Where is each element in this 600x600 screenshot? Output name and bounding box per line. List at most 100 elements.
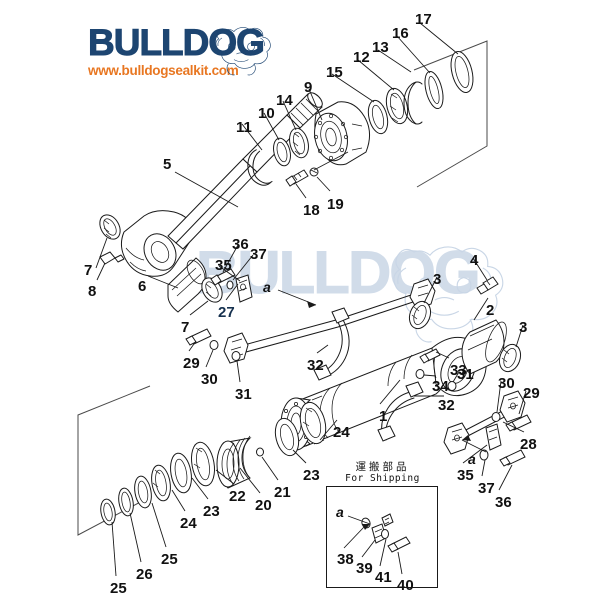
clamp-block-left	[443, 422, 470, 455]
callout-14-dust-seal: 14	[276, 92, 293, 109]
callout-22-wear-ring: 22	[229, 488, 246, 505]
ship-bracket-39	[371, 513, 394, 544]
set-bolt-18	[285, 169, 309, 187]
callout-10-head-seal: 10	[258, 105, 275, 122]
pin-31-left	[231, 351, 241, 361]
seal-17	[450, 50, 474, 94]
callout-3-seal-ring-left: 3	[433, 271, 442, 288]
callout-18-set-bolt: 18	[303, 202, 320, 219]
back-ring-24-right	[299, 401, 327, 445]
clamp-block-right	[499, 390, 526, 423]
clamp-bar-assembly	[443, 390, 532, 467]
callout-28-clamp-block: 28	[520, 436, 537, 453]
callout-40-ship-bolt: 40	[397, 577, 414, 594]
bracket-lower-35	[485, 423, 502, 451]
hose-clamp-32-right	[377, 381, 424, 442]
pin-37-lower	[479, 449, 489, 461]
seal-16	[424, 70, 444, 110]
leader-lines	[95, 22, 527, 577]
ship-pin-41	[381, 529, 389, 539]
grease-fitting-4	[476, 276, 499, 295]
hose-clamp-32-left	[313, 307, 350, 381]
callout-23-seal-ring-b: 23	[303, 467, 320, 484]
callout-2-bushing: 2	[486, 302, 495, 319]
shipping-caption-jp: 運搬部品	[355, 461, 410, 473]
callout-17-o-ring-outer: 17	[415, 11, 432, 28]
pointer-label-a-lower: a	[468, 451, 476, 467]
callout-15-wiper-seal: 15	[326, 64, 343, 81]
piston-seal-stack	[100, 401, 327, 526]
pin-31-right	[447, 381, 457, 391]
hydraulic-tube-assembly	[185, 268, 436, 381]
o-ring-25-a	[134, 475, 152, 509]
seal-23-left	[170, 452, 192, 494]
o-ring-25-b	[100, 498, 116, 526]
seal-15	[367, 99, 389, 135]
grease-nipple	[99, 251, 125, 265]
callout-29-bolt-right: 29	[523, 385, 540, 402]
pin-upper-37	[226, 280, 234, 290]
callout-35-bracket-upper: 35	[215, 257, 232, 274]
seal-23-right	[274, 417, 300, 457]
callout-3-seal-ring-right: 3	[519, 319, 528, 336]
upper-assembly	[99, 50, 474, 313]
bolt-29-left	[185, 328, 212, 346]
callout-23-seal-ring-a: 23	[203, 503, 220, 520]
callout-1-cylinder-tube: 1	[379, 408, 388, 425]
shipping-caption: 運搬部品 For Shipping	[330, 461, 435, 485]
callout-7-rod-seal-left: 7	[84, 262, 93, 279]
rod-seal-left	[99, 214, 121, 240]
callout-25-o-ring-b: 25	[110, 580, 127, 597]
callout-38-ship-washer: 38	[337, 551, 354, 568]
callout-9-cylinder-head: 9	[304, 79, 313, 96]
callout-41-ship-pin: 41	[375, 569, 392, 586]
callout-21-o-ring-piston: 21	[274, 484, 291, 501]
callout-16-o-ring-inner: 16	[392, 25, 409, 42]
callout-4-grease-fitting: 4	[470, 252, 479, 269]
brand-logo: BULLDOG www.bulldogsealkit.com	[88, 23, 278, 82]
seal-12	[385, 87, 409, 125]
callout-26-o-ring-c: 26	[136, 566, 153, 583]
callout-32-hose-clamp-right: 32	[438, 397, 455, 414]
callout-33-bolt-small: 33	[450, 362, 467, 379]
callout-25-o-ring-a: 25	[161, 551, 178, 568]
callout-36-bolt-bracket-upper: 36	[232, 236, 249, 253]
callout-36-bolt-bracket-lower: 36	[495, 494, 512, 511]
pointer-label-a-shipping: a	[336, 504, 344, 520]
callout-24-back-ring-b: 24	[333, 424, 350, 441]
shipping-inset-parts	[347, 513, 411, 553]
callout-11-snap-ring: 11	[236, 119, 252, 136]
snap-ring	[247, 149, 273, 186]
callout-32-hose-clamp-left: 32	[307, 357, 324, 374]
callout-13-buffer-ring: 13	[372, 39, 389, 56]
shipping-caption-en: For Shipping	[345, 473, 420, 484]
logo-url: www.bulldogsealkit.com	[88, 63, 239, 78]
washer-30-right	[491, 412, 501, 422]
cylinder-head	[313, 101, 370, 166]
washer-30-left	[209, 340, 219, 350]
callout-7-rod-seal-right: 7	[181, 319, 190, 336]
bushing-2	[461, 319, 507, 375]
callout-8-grease-nipple: 8	[88, 283, 97, 300]
callout-37-pin-bracket-upper: 37	[250, 246, 267, 263]
cylinder-tube-body	[280, 276, 522, 451]
callout-30-washer-right: 30	[498, 375, 515, 392]
ship-pointer-a-leader	[347, 515, 371, 525]
callout-31-pin-left: 31	[235, 386, 252, 403]
callout-30-washer-left: 30	[201, 371, 218, 388]
piston-rod-shaft	[167, 92, 323, 250]
callout-5-piston-rod: 5	[163, 156, 172, 173]
callout-37-pin-bracket-lower: 37	[478, 480, 495, 497]
callout-39-ship-bracket: 39	[356, 560, 373, 577]
ship-bolt-40	[387, 536, 411, 553]
tube-end-right	[409, 278, 436, 310]
bulldog-mascot-icon	[215, 27, 271, 76]
bracket-upper-35	[235, 274, 253, 303]
set-pin-19	[309, 167, 319, 177]
bolt-upper-36	[210, 268, 236, 286]
callout-31-pin-right: 31	[457, 366, 474, 383]
back-ring-24-left	[151, 464, 171, 502]
